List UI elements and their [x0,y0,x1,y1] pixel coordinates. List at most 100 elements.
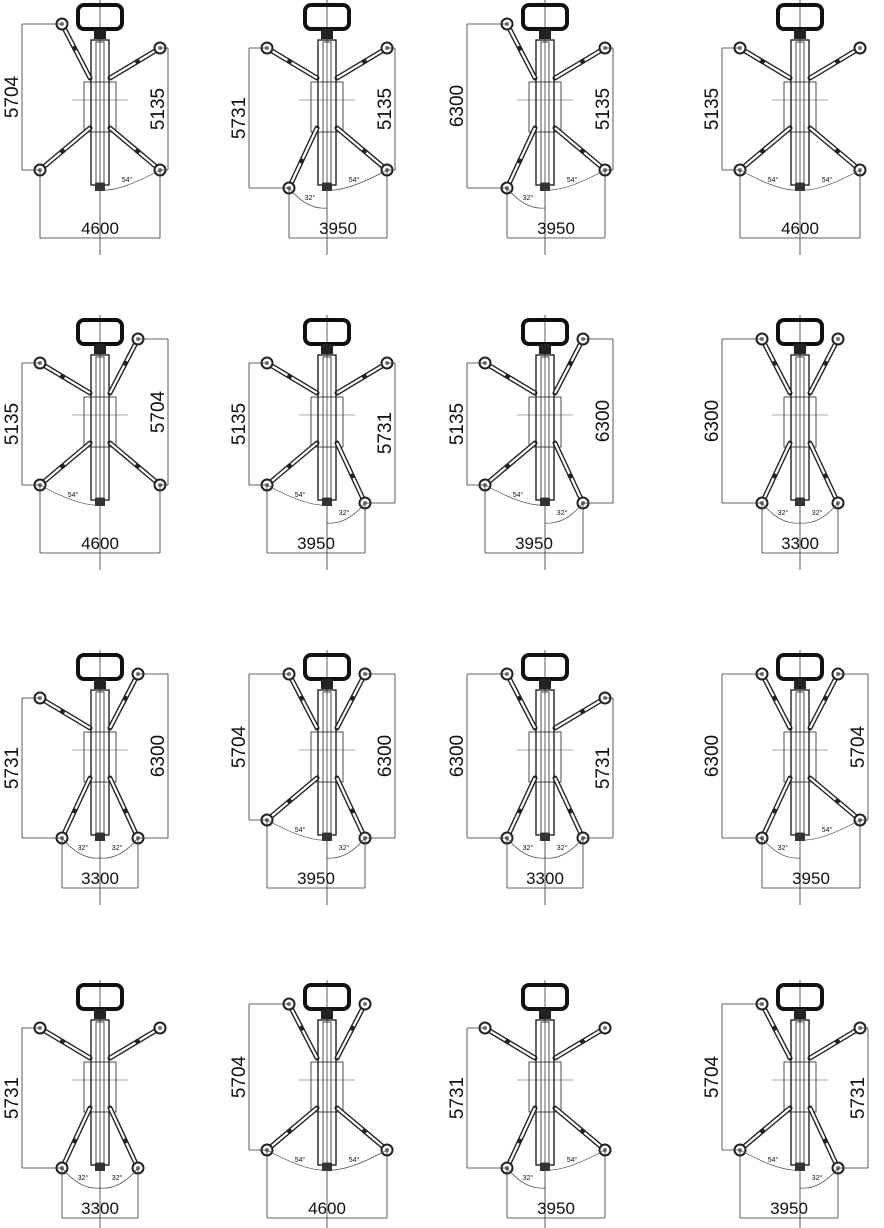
right-angle-arc [799,819,861,841]
chassis-frame [528,1061,562,1113]
front-right-outrigger-inner [554,697,606,729]
left-angle-label: 54° [768,176,779,184]
right-dimension-label: 5135 [375,88,396,130]
rear-left-outrigger-joint [517,808,523,814]
rear-left-outrigger-joint [287,1128,292,1134]
rear-right-outrigger-inner [109,1107,139,1169]
right-angle-label: 32° [339,844,350,852]
chassis-frame [528,396,562,448]
rear-right-outrigger-joint [822,473,828,479]
left-dimension-label: 5704 [229,1055,250,1098]
handle-neck [94,344,106,354]
front-right-outrigger-inner [336,362,388,394]
front-right-outrigger-inner [554,47,606,79]
handle-neck [539,29,551,39]
right-angle-label: 54° [567,1156,578,1164]
right-angle-label: 54° [122,176,133,184]
front-left-outrigger-inner [39,362,91,394]
left-dimension-label: 5135 [2,403,23,445]
left-angle-label: 32° [523,844,534,852]
right-angle-arc [326,502,366,524]
front-left-outrigger-joint [299,1025,305,1031]
right-angle-arc [544,1149,606,1171]
rear-right-outrigger-inner [336,1107,388,1151]
chassis-frame [528,731,562,783]
rear-left-outrigger-joint [517,1138,523,1144]
rear-right-outrigger-inner [554,442,584,504]
left-angle-label: 54° [295,826,306,834]
right-angle-label: 54° [822,176,833,184]
left-dimension-label: 6300 [447,735,468,777]
front-left-outrigger-joint [772,1025,778,1031]
front-right-outrigger-joint [580,59,585,64]
left-angle-arc [506,187,546,209]
left-dimension-label: 6300 [702,735,723,777]
handle-neck [794,1009,806,1019]
chassis-frame [83,1061,117,1113]
left-dimension-label: 6300 [447,85,468,127]
right-angle-arc [799,502,839,524]
rear-right-outrigger-inner [809,127,861,171]
left-angle-arc [266,819,328,841]
right-dimension-label: 5135 [148,88,169,130]
front-left-outrigger-inner [288,1003,318,1059]
handle-neck [321,1009,333,1019]
rear-left-outrigger-inner [506,777,536,839]
left-angle-arc [266,484,328,506]
boom-tip [795,833,805,841]
front-left-outrigger-joint [60,709,65,714]
bottom-dimension-label: 4600 [781,219,819,238]
bottom-dimension-label: 3950 [297,869,335,888]
right-dimension-label: 5731 [593,747,614,789]
rear-right-outrigger-joint [822,1138,828,1144]
right-angle-arc [99,169,161,191]
rear-right-outrigger-joint [835,798,840,804]
front-left-outrigger-joint [760,59,765,64]
rear-right-outrigger-joint [135,463,140,469]
rear-right-outrigger-joint [362,148,367,154]
left-angle-arc [506,837,546,859]
front-left-outrigger-joint [299,695,305,701]
boom-tip [540,183,550,191]
left-angle-label: 54° [768,1156,779,1164]
rear-left-outrigger-inner [506,1107,536,1169]
front-right-outrigger-inner [809,673,839,729]
right-angle-label: 32° [339,509,350,517]
right-angle-label: 54° [567,176,578,184]
front-right-outrigger-joint [135,1039,140,1044]
right-angle-arc [544,169,606,191]
rear-right-outrigger-joint [349,808,355,814]
right-angle-arc [99,837,139,859]
front-right-outrigger-joint [822,695,828,701]
right-dimension-label: 5704 [848,725,869,768]
rear-left-outrigger-inner [266,1107,318,1151]
rear-left-outrigger-inner [506,127,536,189]
front-right-outrigger-inner [554,338,584,394]
chassis-frame [783,731,817,783]
left-angle-label: 32° [305,194,316,202]
rear-right-outrigger-inner [809,777,861,821]
rear-left-outrigger-inner [61,777,91,839]
bottom-dimension-label: 3300 [81,1199,119,1218]
left-angle-label: 32° [78,844,89,852]
front-left-outrigger-joint [517,695,523,701]
left-dimension-label: 5704 [702,1055,723,1098]
front-right-outrigger-inner [109,673,139,729]
rear-left-outrigger-inner [761,442,791,504]
front-left-outrigger-joint [505,374,510,379]
rear-left-outrigger-joint [760,148,765,154]
rear-left-outrigger-inner [739,127,791,171]
left-angle-arc [761,502,801,524]
handle-neck [539,679,551,689]
chassis-frame [783,1061,817,1113]
handle-neck [794,679,806,689]
front-left-outrigger-joint [60,1039,65,1044]
handle-neck [539,1009,551,1019]
handle-neck [794,29,806,39]
rear-left-outrigger-inner [39,127,91,171]
